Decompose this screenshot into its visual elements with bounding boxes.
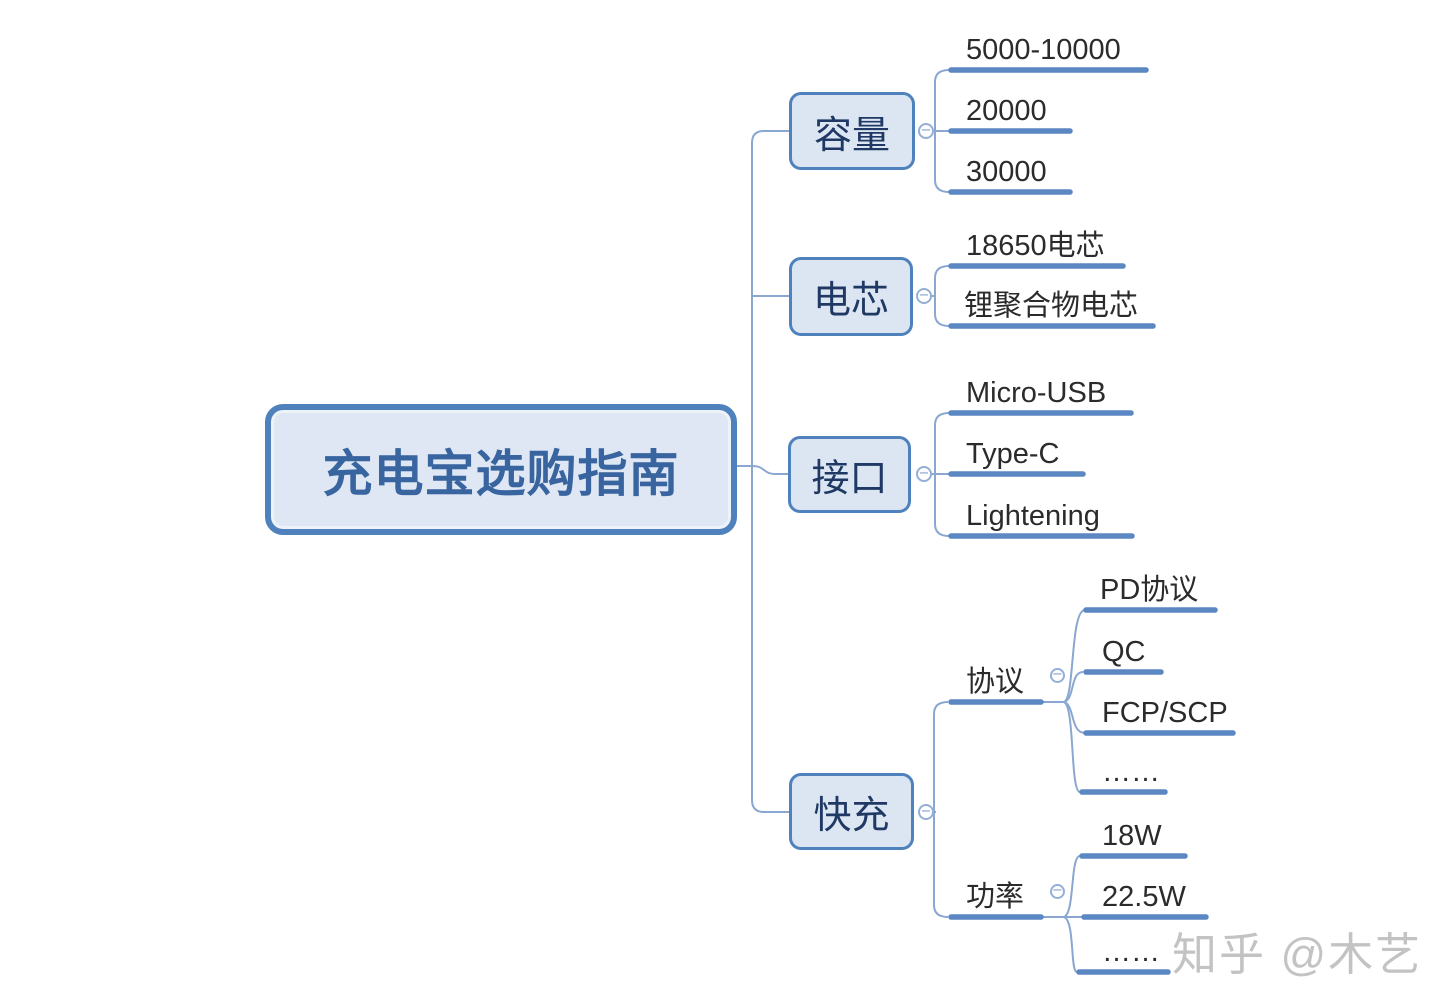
branch-line-port — [751, 465, 788, 475]
collapse-toggle-port[interactable]: − — [916, 466, 932, 482]
capacity-child-trunk — [934, 69, 950, 193]
protocol-curve-pd — [1063, 609, 1086, 703]
leaf-port-lightening[interactable]: Lightening — [966, 500, 1100, 532]
power-curve-more — [1063, 916, 1078, 973]
collapse-toggle-protocol[interactable]: − — [1050, 668, 1065, 683]
fastcharge-child-trunk — [933, 701, 949, 918]
leaf-cell-18650[interactable]: 18650电芯 — [966, 230, 1105, 262]
main-trunk-line — [751, 130, 765, 813]
leaf-protocol-more[interactable]: …… — [1102, 756, 1160, 788]
minus-icon: − — [1052, 883, 1063, 898]
subtopic-power[interactable]: 功率 — [966, 881, 1025, 913]
leaf-cell-lipolymer[interactable]: 锂聚合物电芯 — [964, 290, 1139, 322]
minus-icon: − — [920, 122, 932, 138]
leaf-protocol-pd[interactable]: PD协议 — [1100, 574, 1199, 606]
leaf-capacity-20000[interactable]: 20000 — [966, 95, 1047, 127]
topic-capacity[interactable]: 容量 — [789, 92, 915, 170]
protocol-curve-qc — [1063, 671, 1084, 703]
protocol-curve-more — [1063, 701, 1081, 793]
minus-icon: − — [918, 287, 930, 303]
power-curve-18w — [1063, 855, 1081, 918]
minus-icon: − — [918, 465, 930, 481]
topic-fast-charge[interactable]: 快充 — [789, 773, 914, 850]
leaf-port-micro-usb[interactable]: Micro-USB — [966, 377, 1107, 409]
collapse-toggle-fast-charge[interactable]: − — [918, 804, 934, 820]
leaf-power-18w[interactable]: 18W — [1102, 820, 1162, 852]
leaf-protocol-fcp-scp[interactable]: FCP/SCP — [1102, 697, 1228, 729]
leaf-protocol-qc[interactable]: QC — [1102, 636, 1146, 668]
watermark-zhihu: 知乎 @木艺 — [1172, 929, 1423, 980]
cell-child-trunk — [934, 265, 950, 327]
collapse-toggle-capacity[interactable]: − — [918, 123, 934, 139]
minus-icon: − — [1052, 667, 1063, 682]
root-topic[interactable]: 充电宝选购指南 — [265, 404, 737, 535]
topic-battery-cell[interactable]: 电芯 — [789, 257, 913, 336]
leaf-power-22-5w[interactable]: 22.5W — [1102, 881, 1186, 913]
leaf-capacity-5000-10000[interactable]: 5000-10000 — [966, 34, 1121, 66]
leaf-port-type-c[interactable]: Type-C — [966, 438, 1060, 470]
minus-icon: − — [920, 803, 932, 819]
subtopic-protocol[interactable]: 协议 — [966, 666, 1025, 698]
protocol-curve-fcp — [1063, 701, 1086, 734]
port-child-trunk — [934, 412, 950, 537]
collapse-toggle-power[interactable]: − — [1050, 884, 1065, 899]
topic-port[interactable]: 接口 — [788, 436, 911, 513]
leaf-capacity-30000[interactable]: 30000 — [966, 156, 1047, 188]
collapse-toggle-battery-cell[interactable]: − — [916, 288, 932, 304]
leaf-power-more[interactable]: …… — [1102, 936, 1160, 968]
